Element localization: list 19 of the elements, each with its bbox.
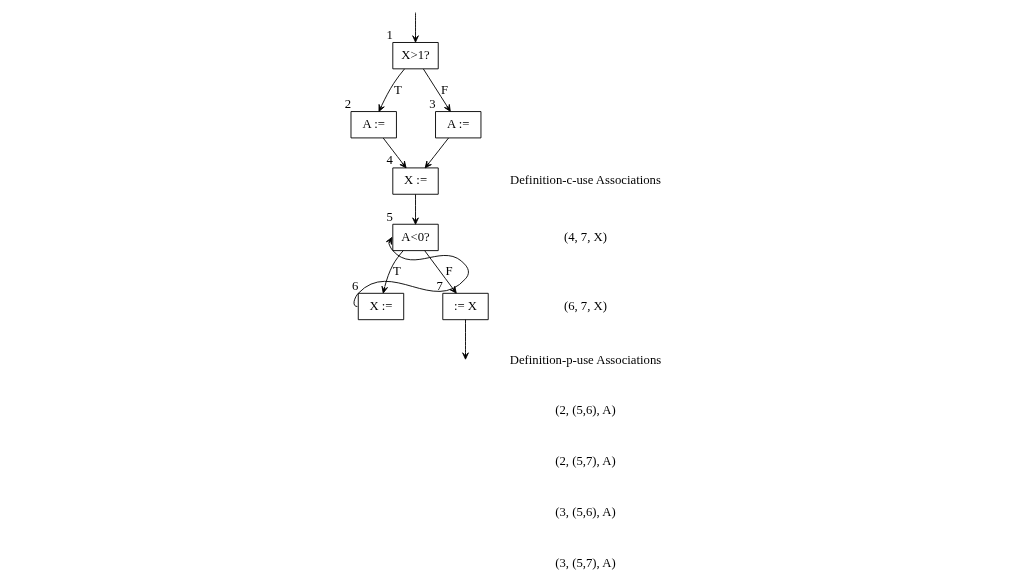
edge-label: F [441, 82, 449, 97]
node-label: 5 [386, 209, 393, 224]
label: (3, (5,7), A) [555, 556, 616, 571]
label: (2, (5,6), A) [555, 403, 616, 418]
node-label: 3 [429, 97, 436, 112]
node-label: 1 [386, 28, 393, 43]
label: (4, 7, X) [563, 229, 608, 244]
node-label: 7 [436, 278, 443, 293]
label: (6, 7, X) [563, 298, 608, 313]
edge-label: T [393, 82, 402, 97]
label: Definition-c-use Associations [510, 173, 661, 188]
node-label: 2 [344, 97, 351, 112]
label: Definition-p-use Associations [509, 352, 662, 367]
label: (3, (5,6), A) [555, 505, 616, 520]
node-label: 4 [386, 153, 393, 168]
label: (2, (5,7), A) [555, 454, 616, 469]
edge-label: F [445, 264, 453, 279]
edge-label: T [393, 264, 401, 279]
node-label: 6 [351, 278, 359, 293]
